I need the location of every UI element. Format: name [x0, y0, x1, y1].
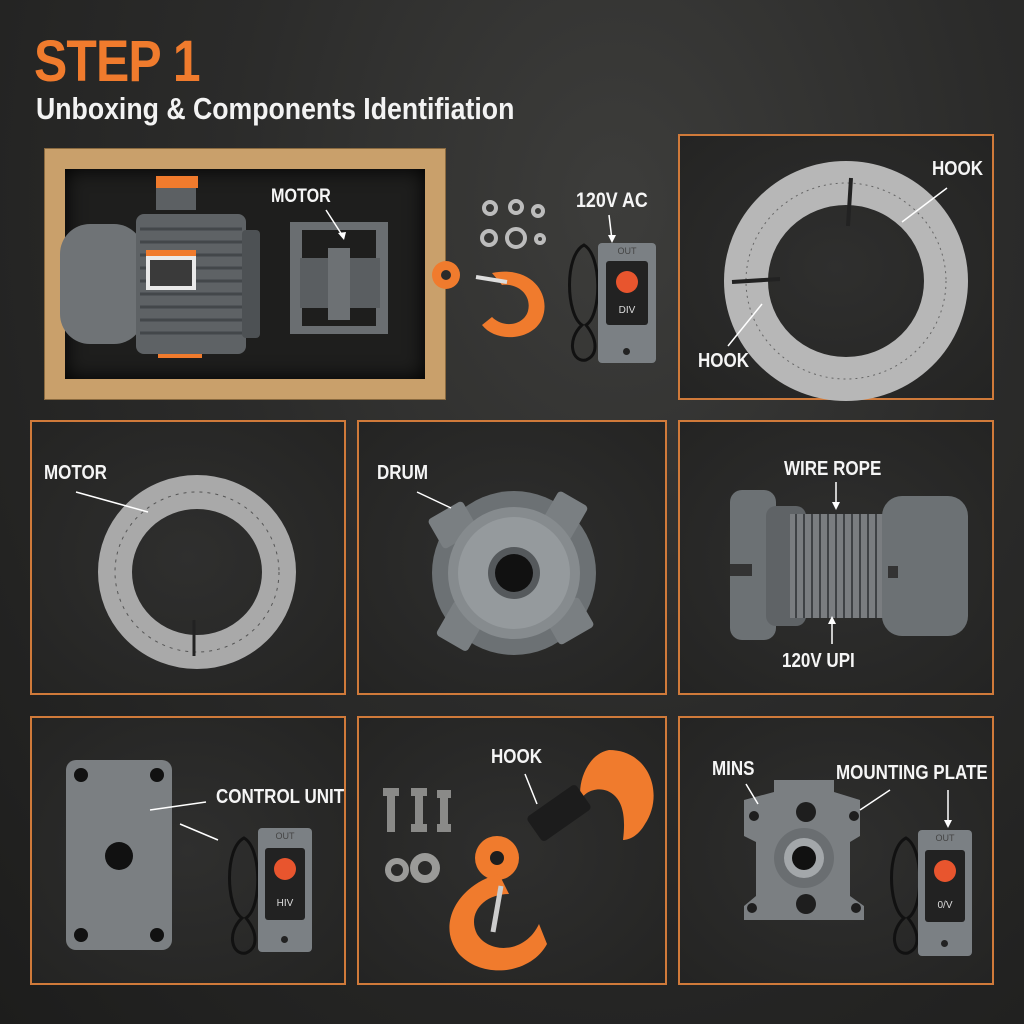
- bolts-washers-icon: [383, 788, 451, 883]
- spool-label-arrows: [828, 482, 840, 644]
- pendant-control[interactable]: OUT HIV: [258, 828, 312, 952]
- control-unit-label: CONTROL UNIT: [216, 786, 345, 808]
- unboxing-section: MOTOR 120V AC OUT DIV: [0, 0, 680, 420]
- drum-flange-icon: [428, 491, 596, 655]
- cable-icon: [568, 243, 600, 362]
- panel-drum-spool: WIRE ROPE 120V UPI: [678, 420, 994, 695]
- wire-coil-icon: [724, 161, 968, 401]
- panel-plate-and-pendant: CONTROL UNIT OUT HIV: [30, 716, 346, 985]
- hook-icon: [432, 261, 545, 338]
- voltage-label-arrow: [608, 214, 616, 243]
- hook-label-arrow: [524, 773, 538, 805]
- motor-icon: [60, 176, 260, 358]
- hook-label: HOOK: [491, 746, 542, 768]
- step-subtitle: Unboxing & Components Identifiation: [36, 91, 515, 126]
- panel-wire-coil: MOTOR: [30, 420, 346, 695]
- hook-label-bottom: HOOK: [698, 350, 749, 372]
- pendant-button[interactable]: [274, 858, 296, 880]
- pendant-bottom-text: 0/V: [937, 900, 953, 911]
- drum-label-arrow: [416, 491, 452, 509]
- nuts-washers-icon: [480, 199, 546, 249]
- pendant-top-text: OUT: [935, 833, 955, 843]
- mounting-plate-arrows: [745, 783, 952, 828]
- pendant-control[interactable]: OUT 0/V: [918, 830, 972, 956]
- voltage-label: 120V AC: [576, 189, 648, 212]
- pendant-top-text: OUT: [275, 831, 295, 841]
- hook-label-arrows: [727, 187, 948, 347]
- pendant-control[interactable]: OUT DIV: [598, 243, 656, 363]
- mounting-plate-label: MOUNTING PLATE: [836, 762, 988, 784]
- panel-wire-coil-top: HOOK HOOK: [678, 134, 994, 401]
- pendant-button[interactable]: [934, 860, 956, 882]
- pendant-bottom-text: DIV: [618, 305, 636, 316]
- motor-label-box: MOTOR: [271, 186, 331, 207]
- drum-icon: [290, 222, 388, 334]
- panel-hook-and-bolts: HOOK: [357, 716, 667, 985]
- motor-mount-plate-icon: [744, 780, 864, 920]
- wire-coil-icon: [98, 475, 296, 669]
- panel-drum-flange: DRUM: [357, 420, 667, 695]
- cable-icon: [228, 836, 260, 955]
- panel-mounting-plate: MINS MOUNTING PLATE OUT 0/V: [678, 716, 994, 985]
- control-unit-arrows: [149, 801, 219, 841]
- mins-label: MINS: [712, 758, 755, 780]
- drum-spool-icon: [730, 490, 968, 640]
- pendant-bottom-text: HIV: [276, 898, 294, 909]
- step-title: STEP 1: [34, 29, 201, 94]
- pendant-button[interactable]: [616, 271, 638, 293]
- swivel-hook-icon: [449, 750, 654, 971]
- pendant-top-text: OUT: [617, 246, 637, 256]
- hook-label-top: HOOK: [932, 158, 983, 180]
- wire-rope-label: WIRE ROPE: [784, 458, 882, 480]
- mounting-plate: [66, 760, 172, 950]
- motor-label: MOTOR: [44, 462, 107, 484]
- drum-label: DRUM: [377, 462, 428, 484]
- voltage-unit-label: 120V UPI: [782, 650, 855, 672]
- motor-label-arrow: [75, 491, 149, 513]
- motor-label-arrow: [325, 209, 346, 240]
